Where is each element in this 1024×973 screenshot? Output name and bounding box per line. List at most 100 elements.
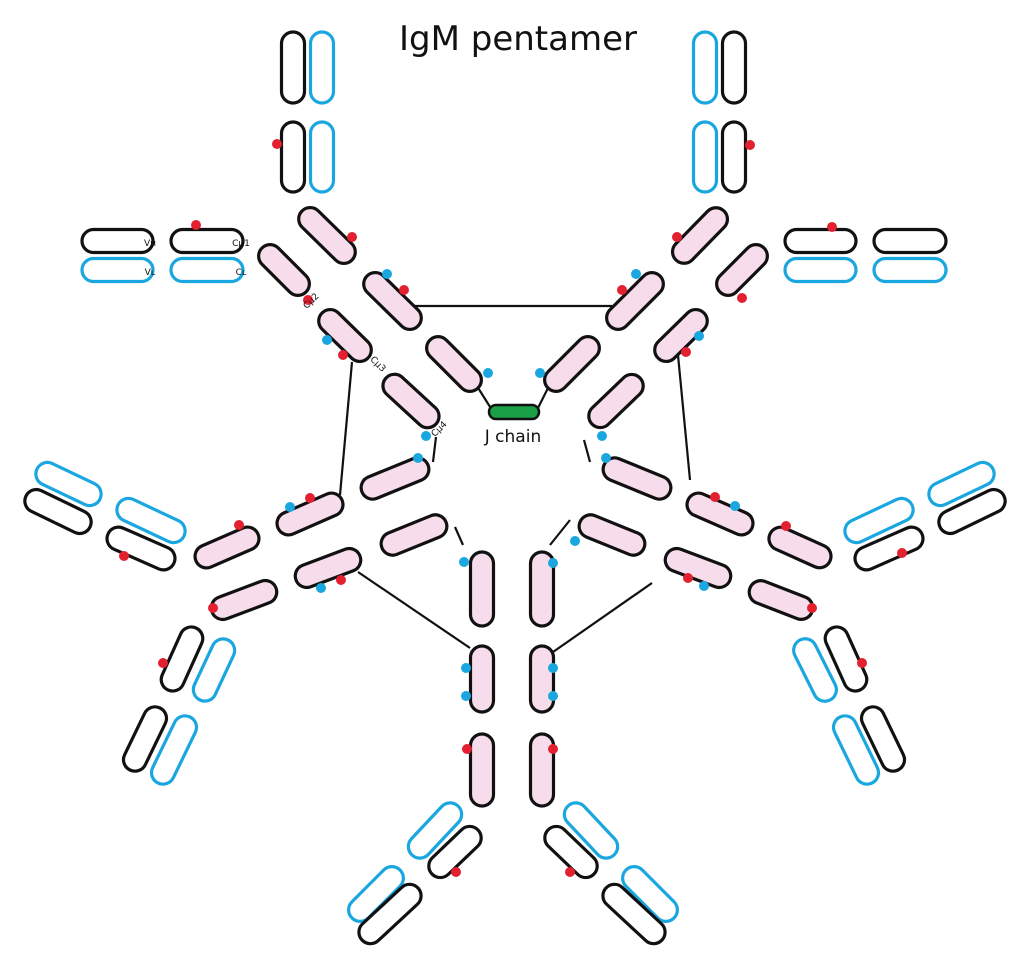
- glycan-red-8: [617, 285, 627, 295]
- glycan-blue-19: [548, 663, 558, 673]
- heavy-chain-domain-4: [357, 882, 423, 946]
- heavy-chain-domain-3: [720, 30, 748, 105]
- constant-domain-2: [767, 525, 833, 570]
- light-chain-domain-1: [406, 801, 464, 860]
- glycan-blue-4: [694, 331, 704, 341]
- fc-stem-6: [209, 513, 449, 622]
- j-chain: J chain: [484, 403, 541, 447]
- fab-arm-9: [347, 801, 483, 946]
- glycan-red-13: [305, 493, 315, 503]
- fc-stem-5: [193, 456, 431, 570]
- glycan-blue-18: [461, 663, 471, 673]
- constant-domain-2: [715, 243, 769, 297]
- label-cl: Cʟ: [236, 268, 247, 278]
- light-chain-domain-4: [169, 256, 245, 284]
- fc-stem-9: [468, 550, 496, 808]
- light-chain-domain-2: [843, 496, 915, 545]
- constant-domain-4: [425, 335, 483, 393]
- glycan-red-18: [897, 548, 907, 558]
- glycan-red-9: [303, 295, 313, 305]
- constant-domain-2: [209, 578, 279, 622]
- glycan-blue-9: [413, 453, 423, 463]
- constant-domain-4: [587, 372, 645, 430]
- fc-stem-7: [601, 456, 833, 570]
- heavy-chain-domain-1: [783, 227, 858, 255]
- label-cmu1: Cμ1: [232, 239, 250, 249]
- heavy-chain-domain-3: [23, 487, 93, 536]
- constant-domain-4: [381, 372, 441, 430]
- light-chain-domain-2: [115, 496, 187, 545]
- heavy-chain-domain-2: [872, 227, 948, 255]
- glycan-blue-8: [597, 431, 607, 441]
- light-chain-domain-4: [872, 256, 948, 284]
- glycan-blue-5: [483, 368, 493, 378]
- fab-arm-7: [121, 625, 237, 786]
- label-vl: Vʟ: [145, 268, 156, 278]
- glycan-red-16: [781, 521, 791, 531]
- heavy-chain-domain-1: [279, 30, 307, 105]
- glycan-blue-3: [322, 335, 332, 345]
- glycan-blue-21: [548, 691, 558, 701]
- fc-stem-4: [587, 243, 769, 430]
- glycan-blue-13: [316, 583, 326, 593]
- constant-domain-4: [577, 513, 647, 557]
- fab-arm-5: [23, 460, 187, 572]
- fc-stem-1: [297, 205, 483, 393]
- glycan-blue-11: [285, 502, 295, 512]
- glycan-blue-20: [461, 691, 471, 701]
- fab-arm-8: [792, 625, 907, 786]
- light-chain-domain-3: [308, 30, 336, 105]
- light-chain-domain-1: [927, 460, 996, 508]
- glycan-red-19: [336, 575, 346, 585]
- glycan-sites: [119, 139, 907, 877]
- constant-domain-4: [528, 732, 556, 808]
- constant-domain-2: [468, 550, 496, 628]
- glycan-red-27: [451, 867, 461, 877]
- glycan-red-12: [681, 347, 691, 357]
- glycan-red-28: [565, 867, 575, 877]
- heavy-chain-domain-1: [159, 625, 205, 693]
- constant-domain-2: [193, 525, 261, 570]
- fc-stem-3: [543, 206, 730, 393]
- constant-domain-3: [528, 644, 556, 714]
- heavy-chain-domain-2: [121, 705, 169, 773]
- glycan-red-4: [827, 222, 837, 232]
- light-chain-domain-3: [792, 637, 838, 703]
- constant-domain-3: [468, 644, 496, 714]
- glycan-red-11: [338, 350, 348, 360]
- constant-domain-4: [601, 456, 673, 501]
- glycan-red-14: [710, 492, 720, 502]
- fab-arm-1: [279, 30, 336, 194]
- glycan-red-22: [807, 603, 817, 613]
- light-chain-domain-2: [691, 120, 719, 194]
- constant-domain-4: [379, 513, 449, 557]
- heavy-chain-domain-3: [937, 487, 1007, 536]
- heavy-chain-domain-3: [543, 824, 599, 880]
- label-cmu3: Cμ3: [368, 355, 388, 375]
- light-chain-domain-1: [691, 30, 719, 105]
- heavy-chain-domain-4: [105, 525, 177, 572]
- heavy-chain-domain-2: [279, 120, 307, 194]
- light-chain-domain-3: [191, 637, 237, 703]
- glycan-red-6: [672, 232, 682, 242]
- j-chain-bar: [487, 403, 541, 421]
- j-chain-label: J chain: [484, 427, 541, 447]
- glycan-red-15: [234, 520, 244, 530]
- light-chain-domain-3: [80, 256, 155, 284]
- light-chain-domain-4: [831, 714, 881, 786]
- light-chain-domain-4: [308, 120, 336, 194]
- heavy-chain-domain-4: [853, 525, 925, 572]
- glycan-blue-1: [382, 269, 392, 279]
- fab-arm-3: [80, 227, 245, 284]
- glycan-red-3: [191, 220, 201, 230]
- glycan-blue-6: [535, 368, 545, 378]
- glycan-blue-7: [421, 431, 431, 441]
- glycan-red-26: [548, 744, 558, 754]
- glycan-blue-10: [601, 453, 611, 463]
- glycan-blue-12: [730, 501, 740, 511]
- fc-stem-2: [257, 243, 441, 430]
- label-vh: Vʜ: [144, 239, 156, 249]
- glycan-red-7: [399, 285, 409, 295]
- constant-domain-3: [605, 271, 665, 331]
